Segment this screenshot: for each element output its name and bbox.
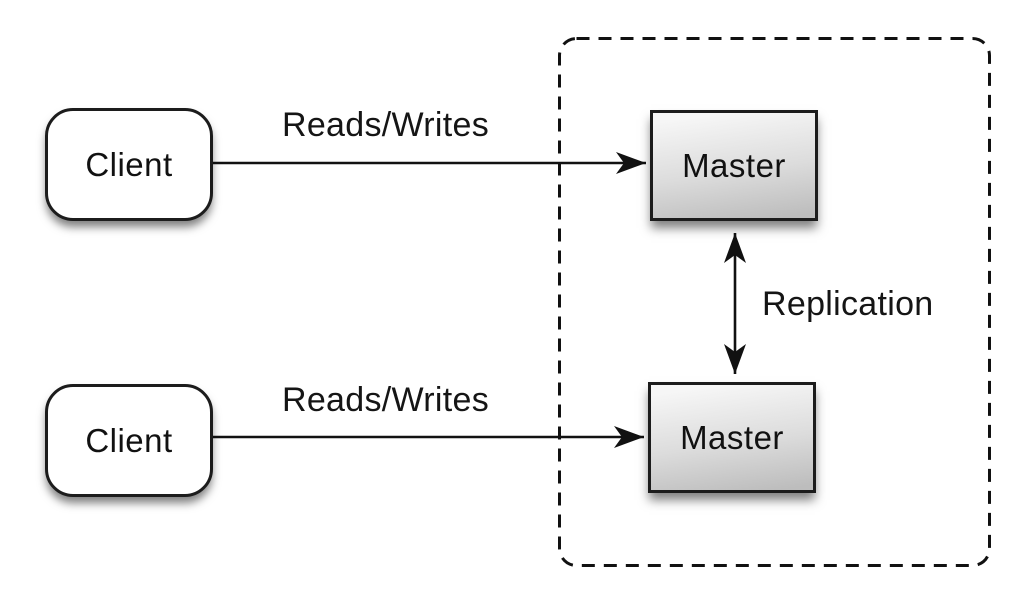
- client-node-bottom: Client: [45, 384, 213, 497]
- replication-group-border: [558, 37, 991, 567]
- client-node-top: Client: [45, 108, 213, 221]
- master-node-bottom-label: Master: [680, 418, 784, 456]
- client-node-bottom-label: Client: [85, 421, 173, 459]
- reads-writes-label-bottom: Reads/Writes: [281, 381, 490, 419]
- client-node-top-label: Client: [85, 145, 173, 183]
- replication-label: Replication: [762, 285, 934, 323]
- reads-writes-label-top: Reads/Writes: [281, 106, 490, 144]
- master-node-top: Master: [650, 110, 818, 221]
- master-node-top-label: Master: [682, 146, 786, 184]
- master-node-bottom: Master: [648, 382, 816, 493]
